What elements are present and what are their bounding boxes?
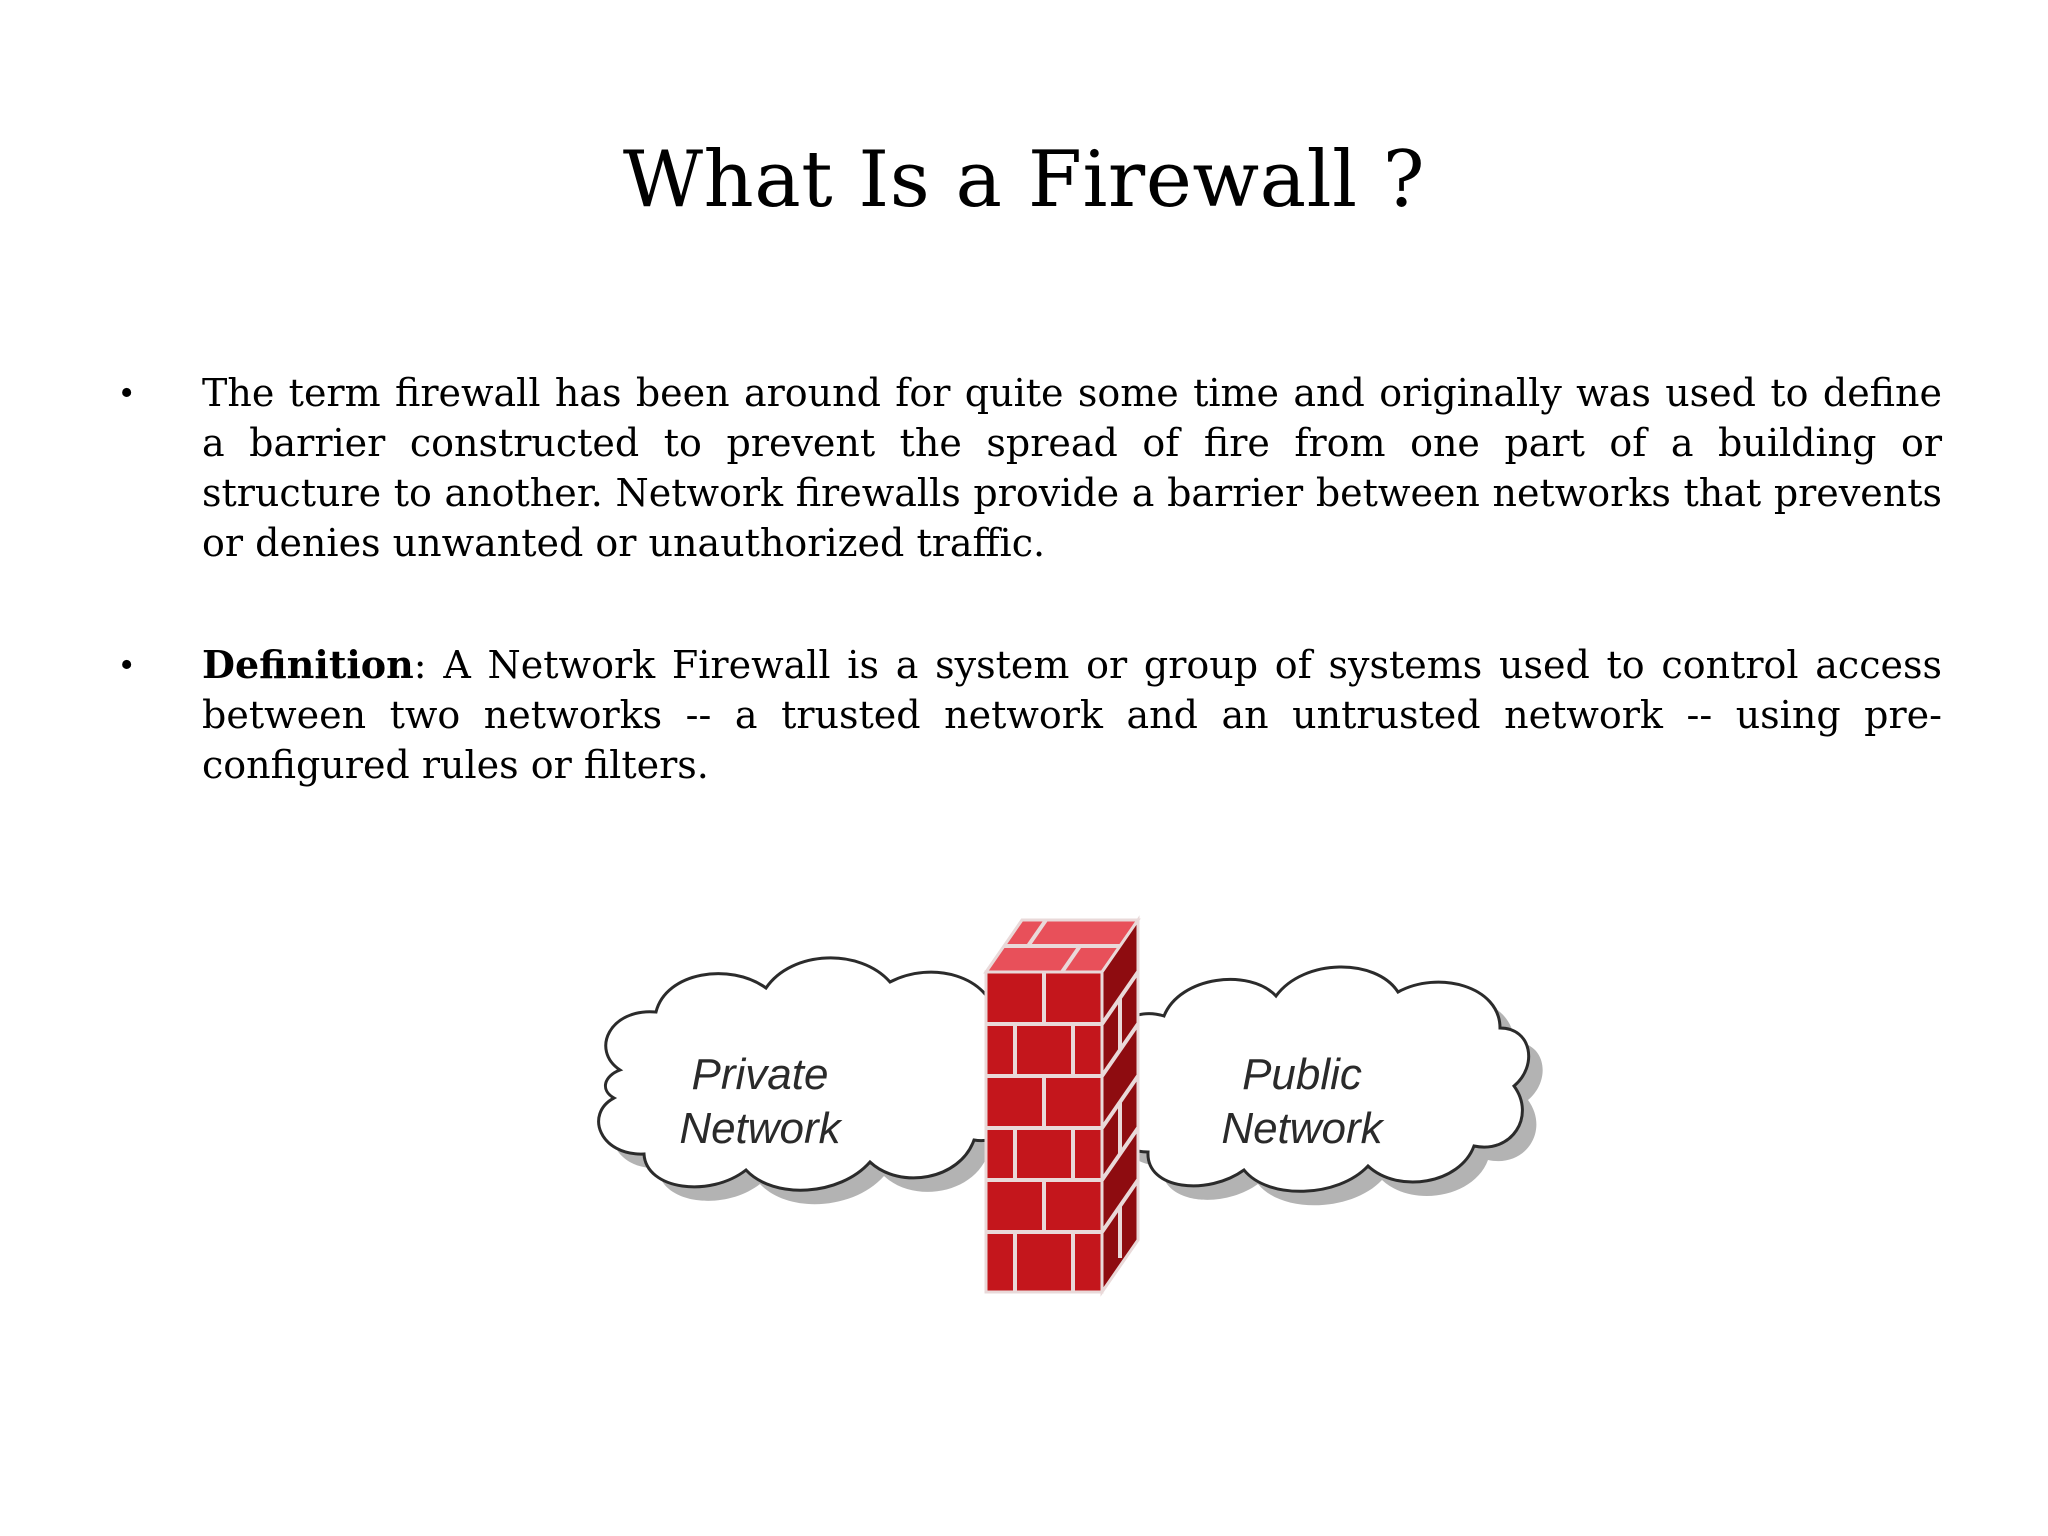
bullet-body: A Network Firewall is a system or group … (202, 643, 1942, 787)
public-network-label: Public Network (1202, 1048, 1402, 1156)
bullet-marker: • (120, 644, 134, 686)
bullet-body: The term firewall has been around for qu… (202, 371, 1942, 565)
bullet-list: • The term firewall has been around for … (0, 368, 2048, 790)
firewall-diagram: Private Network Public Network (560, 900, 1600, 1320)
public-network-cloud (1106, 965, 1543, 1206)
firewall-illustration (597, 915, 1543, 1297)
private-network-line1: Private (691, 1050, 829, 1099)
private-network-line2: Network (679, 1104, 841, 1153)
definition-separator: : (413, 643, 444, 687)
public-network-line2: Network (1221, 1104, 1383, 1153)
private-network-label: Private Network (660, 1048, 860, 1156)
brick-wall (983, 915, 1141, 1297)
private-network-cloud (597, 956, 1036, 1205)
bullet-marker: • (120, 372, 134, 414)
public-network-line1: Public (1242, 1050, 1362, 1099)
slide-title: What Is a Firewall ? (622, 135, 1426, 225)
bullet-item: • Definition: A Network Firewall is a sy… (0, 640, 2048, 790)
definition-term: Definition (202, 642, 414, 687)
bullet-item: • The term firewall has been around for … (0, 368, 2048, 568)
bullet-text: The term firewall has been around for qu… (202, 368, 1942, 568)
bullet-text: Definition: A Network Firewall is a syst… (202, 640, 1942, 790)
